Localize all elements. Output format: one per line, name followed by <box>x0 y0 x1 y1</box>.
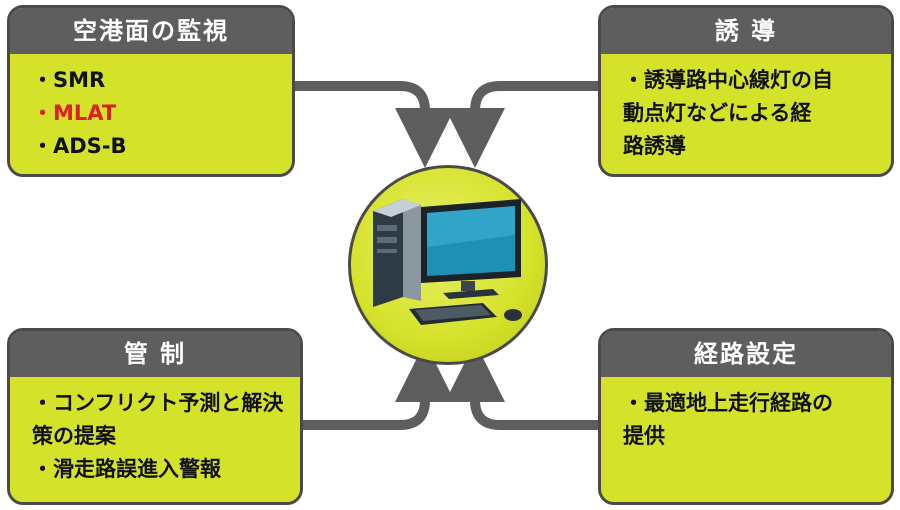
monitoring-item-adsb: ・ADS-B <box>32 134 127 158</box>
control-title: 管 制 <box>10 331 300 377</box>
guidance-line-2: 動点灯などによる経 <box>623 101 812 125</box>
guidance-box: 誘 導 ・誘導路中心線灯の自 動点灯などによる経 路誘導 <box>598 5 894 177</box>
route-setting-list: ・最適地上走行経路の 提供 <box>601 377 891 463</box>
route-setting-box: 経路設定 ・最適地上走行経路の 提供 <box>598 328 894 505</box>
guidance-list: ・誘導路中心線灯の自 動点灯などによる経 路誘導 <box>601 54 891 173</box>
control-box: 管 制 ・コンフリクト予測と解決 策の提案 ・滑走路誤進入警報 <box>7 328 303 505</box>
control-list: ・コンフリクト予測と解決 策の提案 ・滑走路誤進入警報 <box>10 377 300 496</box>
arrow-control-to-center <box>303 342 455 430</box>
route-setting-title: 経路設定 <box>601 331 891 377</box>
control-line-2: 策の提案 <box>32 424 116 448</box>
monitoring-item-mlat: ・MLAT <box>32 101 117 125</box>
control-line-3: ・滑走路誤進入警報 <box>32 457 221 481</box>
arrow-monitor-to-center <box>295 81 455 168</box>
monitoring-title: 空港面の監視 <box>10 8 292 54</box>
computer-icon <box>373 199 522 325</box>
monitoring-list: ・SMR ・MLAT ・ADS-B <box>10 54 292 173</box>
guidance-title: 誘 導 <box>601 8 891 54</box>
control-line-1: ・コンフリクト予測と解決 <box>32 391 284 415</box>
guidance-line-3: 路誘導 <box>623 134 686 158</box>
route-setting-line-2: 提供 <box>623 424 665 448</box>
guidance-line-1: ・誘導路中心線灯の自 <box>623 68 833 92</box>
monitoring-item-smr: ・SMR <box>32 68 106 92</box>
monitoring-box: 空港面の監視 ・SMR ・MLAT ・ADS-B <box>7 5 295 177</box>
arrow-route-to-center <box>445 342 598 430</box>
route-setting-line-1: ・最適地上走行経路の <box>623 391 833 415</box>
arrow-guidance-to-center <box>445 81 598 168</box>
